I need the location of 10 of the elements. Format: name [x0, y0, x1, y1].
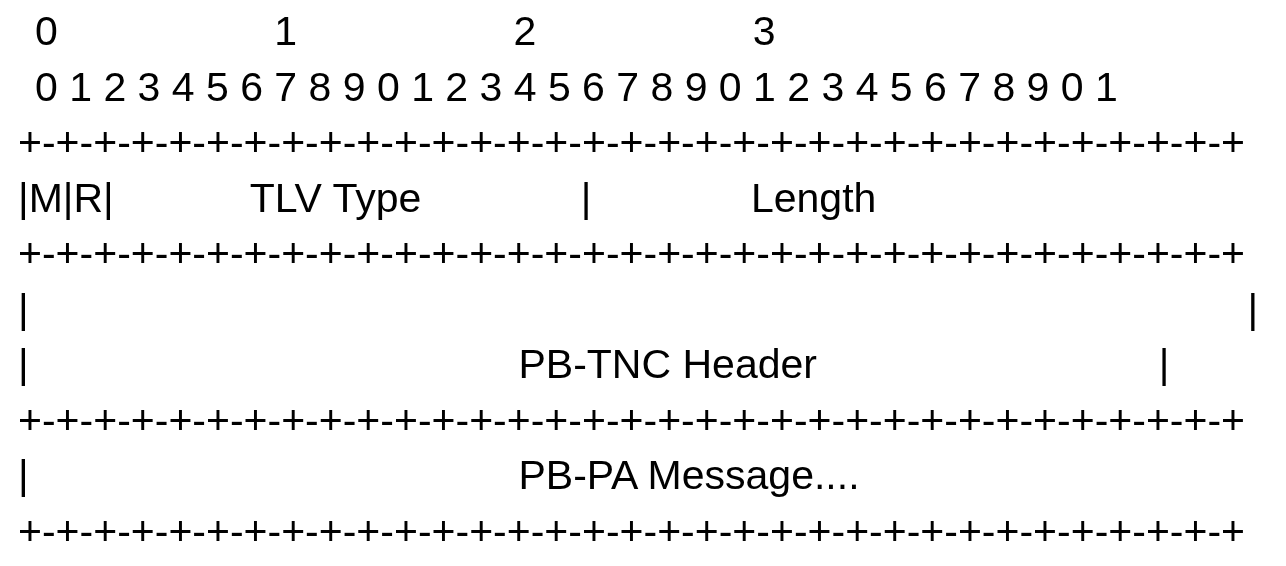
field-row-text: | PB-PA Message.... — [18, 452, 860, 498]
field-border-line: +-+-+-+-+-+-+-+-+-+-+-+-+-+-+-+-+-+-+-+-+-+-+-+-+-+-+-+-+-+-+-+-+ — [18, 507, 1246, 554]
field-border-line: +-+-+-+-+-+-+-+-+-+-+-+-+-+-+-+-+-+-+-+-+-+-+-+-+-+-+-+-+-+-+-+-+ — [18, 119, 1246, 165]
field-border-line: +-+-+-+-+-+-+-+-+-+-+-+-+-+-+-+-+-+-+-+-+-+-+-+-+-+-+-+-+-+-+-+-+ — [18, 396, 1246, 443]
field-row-text: | | — [18, 285, 1259, 332]
field-border-line: +-+-+-+-+-+-+-+-+-+-+-+-+-+-+-+-+-+-+-+-+-+-+-+-+-+-+-+-+-+-+-+-+ — [18, 230, 1246, 276]
field-row-text: |M|R| TLV Type | Length — [18, 174, 877, 221]
bit-scale-label: 0 1 2 3 — [35, 8, 776, 54]
bit-scale-label: 0 1 2 3 4 5 6 7 8 9 0 1 2 3 4 5 6 7 8 9 0 1 2 3 4 5 6 7 8 9 0 1 — [35, 63, 1118, 110]
field-row-text: | PB-TNC Header | — [18, 341, 1170, 387]
